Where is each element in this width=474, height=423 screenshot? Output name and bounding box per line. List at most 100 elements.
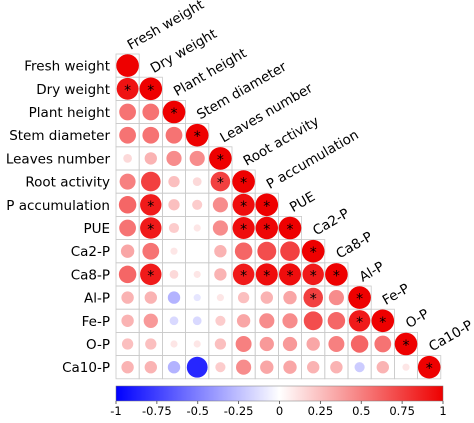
correlation-circle-10-9 bbox=[302, 263, 324, 286]
correlation-circle-6-4 bbox=[192, 177, 202, 186]
grid-cell bbox=[185, 239, 210, 264]
column-label: Ca8-P bbox=[333, 229, 375, 263]
significance-mark: * bbox=[147, 83, 154, 99]
column-label: Ca2-P bbox=[310, 206, 352, 240]
column-label: O-P bbox=[403, 306, 432, 332]
correlation-circle-5-5 bbox=[209, 147, 232, 170]
correlation-circle-1-1 bbox=[116, 54, 139, 77]
correlation-circle-5-1 bbox=[123, 154, 132, 163]
significance-mark: * bbox=[310, 268, 317, 284]
correlation-circle-9-3 bbox=[170, 247, 178, 255]
significance-mark: * bbox=[403, 338, 410, 354]
column-label: Ca10-P bbox=[426, 317, 474, 355]
correlation-circle-7-6 bbox=[232, 193, 255, 216]
correlation-circle-14-5 bbox=[215, 362, 226, 373]
row-label: Ca2-P bbox=[71, 244, 110, 260]
significance-mark: * bbox=[147, 199, 154, 215]
colorbar-tick-label: 0.25 bbox=[308, 404, 334, 418]
significance-mark: * bbox=[333, 268, 340, 284]
correlation-circle-8-5 bbox=[212, 220, 228, 236]
correlation-circle-12-3 bbox=[169, 316, 179, 326]
correlation-circle-14-14 bbox=[417, 355, 441, 379]
correlation-circle-6-3 bbox=[168, 175, 180, 188]
correlation-circle-14-3 bbox=[167, 361, 181, 374]
correlation-circle-7-2 bbox=[140, 194, 162, 216]
correlation-circle-8-2 bbox=[140, 217, 162, 239]
significance-mark: * bbox=[217, 152, 224, 168]
correlation-circle-14-11 bbox=[354, 362, 365, 373]
correlation-circle-6-1 bbox=[119, 173, 136, 190]
correlation-circle-9-6 bbox=[234, 242, 253, 260]
correlation-circle-11-3 bbox=[167, 291, 181, 304]
grid-layer bbox=[115, 53, 442, 380]
correlation-circle-10-4 bbox=[193, 270, 201, 278]
correlation-circle-11-9 bbox=[303, 287, 323, 308]
significance-mark: * bbox=[194, 129, 201, 145]
correlation-circle-4-1 bbox=[119, 126, 136, 144]
significance-mark: * bbox=[240, 222, 247, 238]
correlation-circle-8-8 bbox=[278, 216, 302, 240]
colorbar-gradient bbox=[115, 385, 444, 402]
grid-cell bbox=[417, 355, 442, 380]
colorbar-tick-label: 0.5 bbox=[352, 404, 370, 418]
significance-mark: * bbox=[287, 222, 294, 238]
correlation-circle-12-7 bbox=[259, 313, 275, 329]
correlation-circle-14-10 bbox=[330, 361, 343, 374]
correlation-circle-12-11 bbox=[348, 310, 371, 332]
correlation-circle-9-1 bbox=[120, 244, 135, 258]
significance-mark: * bbox=[310, 245, 317, 261]
correlation-circle-3-1 bbox=[119, 103, 136, 121]
correlation-circle-12-5 bbox=[215, 315, 226, 326]
correlation-circle-8-3 bbox=[168, 222, 180, 234]
colorbar-tick-label: 0.75 bbox=[389, 404, 415, 418]
colorbar-tick-label: -0.25 bbox=[224, 404, 254, 418]
significance-mark: * bbox=[124, 83, 131, 99]
correlation-circle-10-5 bbox=[214, 268, 227, 281]
correlation-circle-7-4 bbox=[192, 199, 203, 210]
correlation-circle-10-10 bbox=[325, 263, 348, 286]
correlation-circle-14-2 bbox=[144, 361, 157, 374]
significance-mark: * bbox=[171, 106, 178, 122]
correlation-circle-14-6 bbox=[236, 359, 252, 375]
significance-mark: * bbox=[240, 199, 247, 215]
correlation-circle-7-5 bbox=[212, 197, 228, 213]
correlation-circle-11-2 bbox=[144, 291, 157, 304]
correlation-circle-11-1 bbox=[121, 291, 134, 304]
circle-layer: *************************** bbox=[116, 54, 441, 379]
correlation-circle-10-1 bbox=[118, 265, 137, 284]
correlation-circle-13-11 bbox=[350, 335, 369, 353]
correlation-circle-8-7 bbox=[255, 216, 278, 240]
column-label: Fe-P bbox=[380, 281, 413, 309]
colorbar-tick-label: -0.75 bbox=[142, 404, 172, 418]
row-label: Ca10-P bbox=[62, 360, 110, 376]
correlation-circle-13-10 bbox=[328, 336, 345, 352]
significance-mark: * bbox=[147, 268, 154, 284]
significance-mark: * bbox=[379, 315, 386, 331]
correlation-circle-13-2 bbox=[145, 338, 157, 350]
row-label: PUE bbox=[83, 221, 110, 237]
correlation-circle-11-5 bbox=[216, 294, 224, 302]
correlation-circle-6-2 bbox=[141, 171, 161, 192]
correlation-circle-8-6 bbox=[232, 216, 255, 240]
correlation-circle-9-2 bbox=[142, 242, 160, 260]
correlation-circle-13-12 bbox=[374, 335, 392, 353]
correlation-circle-10-7 bbox=[255, 263, 278, 286]
significance-mark: * bbox=[240, 268, 247, 284]
correlation-circle-10-3 bbox=[169, 270, 179, 279]
significance-mark: * bbox=[147, 222, 154, 238]
significance-mark: * bbox=[263, 199, 270, 215]
correlation-circle-6-6 bbox=[232, 170, 255, 193]
correlation-circle-2-2 bbox=[139, 77, 163, 101]
row-label: Root activity bbox=[25, 175, 110, 191]
significance-mark: * bbox=[287, 268, 294, 284]
row-label: Leaves number bbox=[6, 151, 111, 167]
correlation-circle-13-4 bbox=[193, 340, 201, 348]
colorbar-tick-label: -1 bbox=[110, 404, 121, 418]
correlation-circle-12-1 bbox=[121, 314, 134, 327]
row-label: Fresh weight bbox=[24, 59, 110, 75]
correlation-circle-5-2 bbox=[144, 152, 157, 165]
correlation-circle-14-9 bbox=[307, 361, 320, 374]
